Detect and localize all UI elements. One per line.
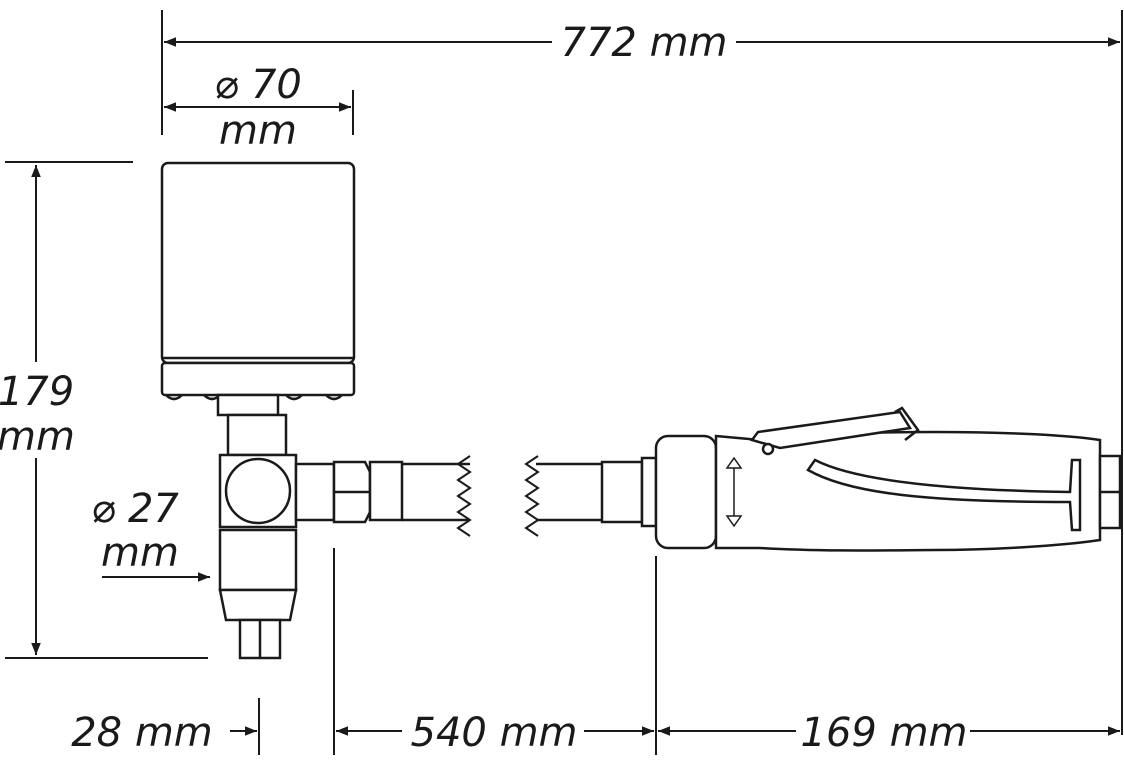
offset-label: 28 mm [71, 710, 213, 756]
tool-length-label: 169 mm [801, 710, 968, 756]
overall-length-label: 772 mm [561, 20, 728, 66]
valve-diameter-unit: mm [101, 530, 179, 576]
height-label: 179 [0, 369, 74, 415]
grinder-tool [600, 406, 1122, 552]
valve-assembly [216, 393, 298, 660]
direction-arrow-icon [725, 456, 743, 528]
hose-length-label: 540 mm [411, 710, 578, 756]
extension-lines [5, 10, 1123, 755]
height-unit: mm [0, 414, 75, 460]
dimension-lines [31, 37, 1120, 736]
valve-diameter-label: ⌀ 27 [91, 486, 179, 532]
cylinder-diameter-unit: mm [219, 108, 297, 154]
cylinder-housing [160, 161, 356, 401]
cylinder-diameter-label: ⌀ 70 [214, 62, 302, 108]
hose [402, 455, 602, 537]
hose-connector [294, 460, 404, 524]
